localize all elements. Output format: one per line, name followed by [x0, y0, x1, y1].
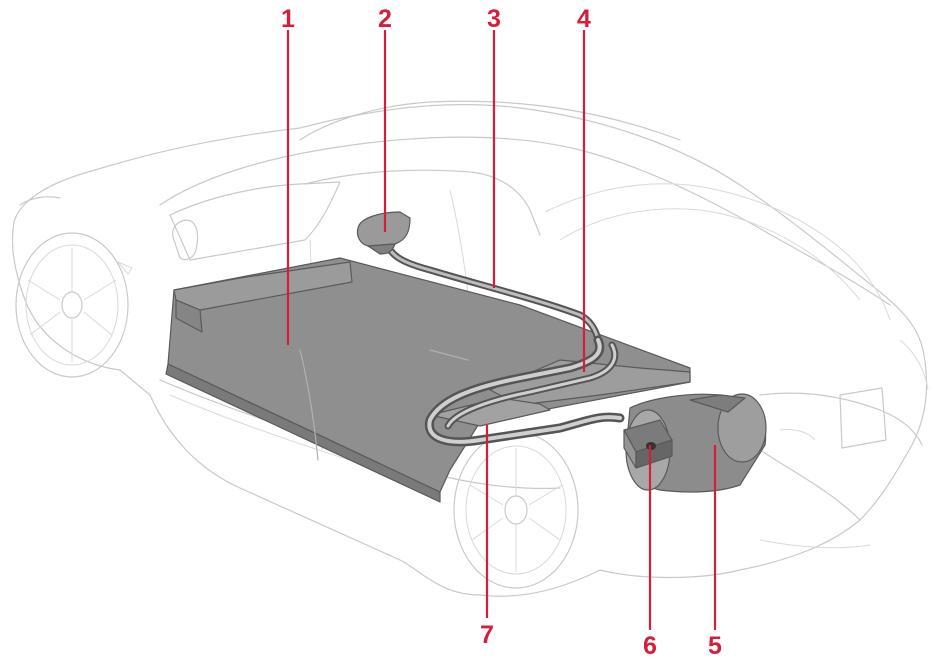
callout-7: 7 — [480, 425, 494, 649]
rear-wheel — [453, 431, 579, 589]
callout-1: 1 — [281, 5, 295, 345]
callout-2: 2 — [378, 5, 392, 232]
callout-4: 4 — [577, 5, 591, 372]
battery-pack — [165, 257, 691, 503]
mirror-unit — [356, 211, 411, 255]
callout-label-7: 7 — [480, 621, 494, 649]
coolant-loop — [424, 335, 625, 447]
callout-5: 5 — [708, 445, 722, 660]
cable-harness — [381, 236, 602, 344]
car-body-outline — [11, 100, 929, 597]
callout-label-3: 3 — [487, 5, 501, 33]
callout-label-1: 1 — [281, 5, 295, 33]
callout-3: 3 — [487, 5, 501, 288]
callout-label-6: 6 — [643, 632, 657, 659]
callout-label-4: 4 — [577, 5, 591, 33]
front-wheel — [15, 232, 129, 378]
inverter-unit — [623, 419, 673, 469]
callout-label-2: 2 — [378, 5, 392, 33]
callout-label-5: 5 — [708, 632, 722, 659]
callout-6: 6 — [643, 445, 657, 660]
